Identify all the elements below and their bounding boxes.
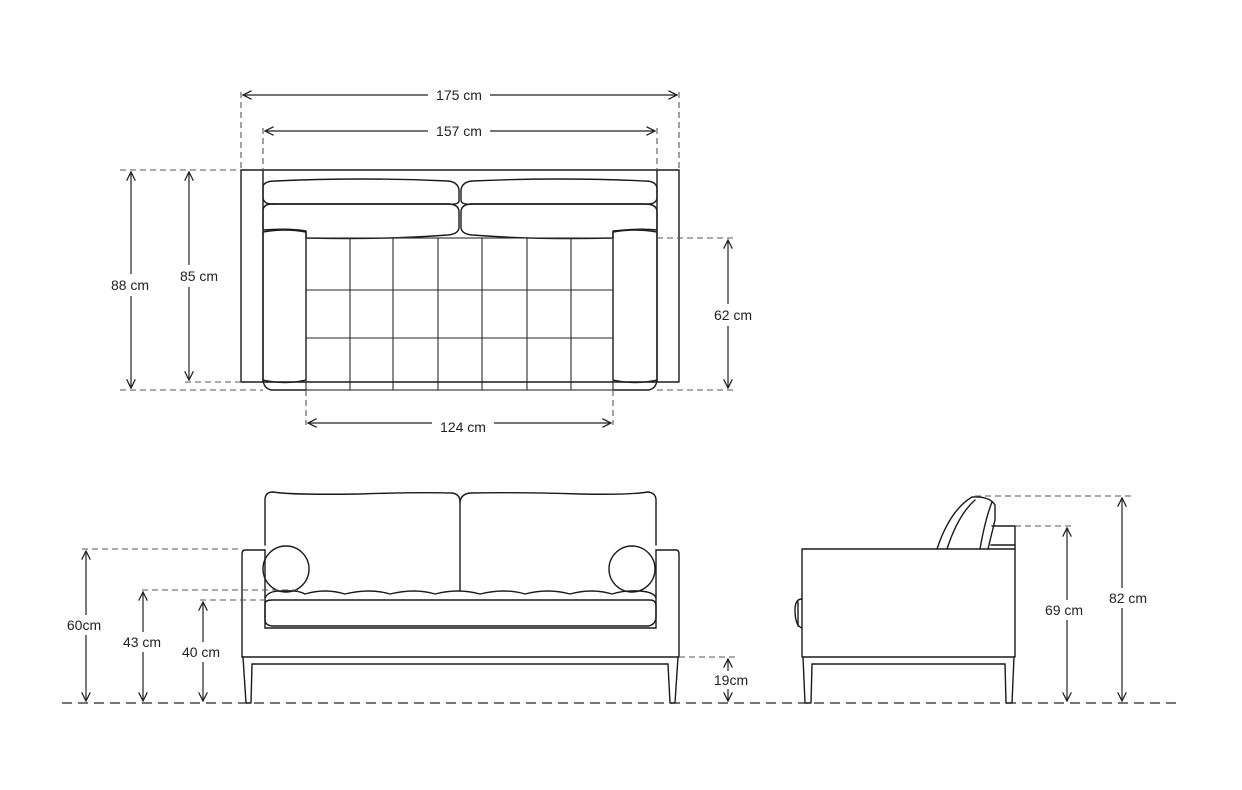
dimension-seat-height: 40 cm: [182, 602, 220, 701]
dimension-leg-height: 19cm: [714, 659, 748, 701]
back-cushion-left-top: [262, 178, 460, 205]
dimension-seat-cushion-depth: 62 cm: [714, 240, 752, 388]
back-cushion-left-front: [264, 491, 461, 591]
back-cushion-right-top: [460, 178, 658, 205]
dimension-overall-width: 175 cm: [243, 87, 677, 103]
label-arm-height: 60cm: [67, 617, 101, 633]
dimension-inner-width: 157 cm: [265, 123, 655, 139]
dimension-overall-height: 82 cm: [1109, 498, 1147, 701]
seat-tufts: [264, 590, 657, 599]
dimension-seat-depth-total: 85 cm: [180, 172, 218, 380]
top-view: 175 cm 157 cm 88 cm 85 cm 62 cm: [111, 87, 752, 435]
back-cushion-right-front: [459, 491, 657, 546]
arm-right-top: [612, 229, 658, 384]
label-overall-depth: 88 cm: [111, 277, 149, 293]
leg-front-left: [242, 656, 253, 704]
bolster-right: [608, 545, 656, 593]
label-seat-depth-total: 85 cm: [180, 268, 218, 284]
label-seat-cushion-depth: 62 cm: [714, 307, 752, 323]
seat-cushion-front: [264, 599, 657, 627]
back-cushion-left: [262, 203, 460, 240]
side-view: 69 cm 82 cm: [794, 495, 1147, 704]
label-seat-height: 40 cm: [182, 644, 220, 660]
bolster-left: [262, 545, 310, 593]
dimension-arm-back-height: 69 cm: [1045, 528, 1083, 701]
label-leg-height: 19cm: [714, 672, 748, 688]
label-overall-height: 82 cm: [1109, 590, 1147, 606]
front-view: 60cm 43 cm 40 cm 19cm: [67, 491, 748, 704]
leg-side-front: [802, 656, 813, 704]
leg-side-back: [1004, 656, 1015, 704]
label-arm-back-height: 69 cm: [1045, 602, 1083, 618]
arm-left-front: [241, 549, 266, 658]
side-body: [801, 548, 1016, 658]
label-seat-width: 124 cm: [440, 419, 486, 435]
label-overall-width: 175 cm: [436, 87, 482, 103]
dimension-seat-top-height: 43 cm: [123, 592, 161, 701]
label-seat-top-height: 43 cm: [123, 634, 161, 650]
arm-right-front: [655, 549, 680, 658]
back-cushion-side: [936, 496, 996, 550]
dimension-arm-height: 60cm: [67, 551, 101, 701]
arm-left-top: [262, 229, 307, 384]
leg-front-right: [667, 656, 679, 704]
back-cushion-right: [460, 203, 658, 240]
dimension-seat-width: 124 cm: [308, 419, 611, 435]
dimension-overall-depth: 88 cm: [111, 172, 149, 388]
top-outer-frame: [240, 169, 680, 383]
label-inner-width: 157 cm: [436, 123, 482, 139]
seat-grid: [305, 237, 614, 391]
